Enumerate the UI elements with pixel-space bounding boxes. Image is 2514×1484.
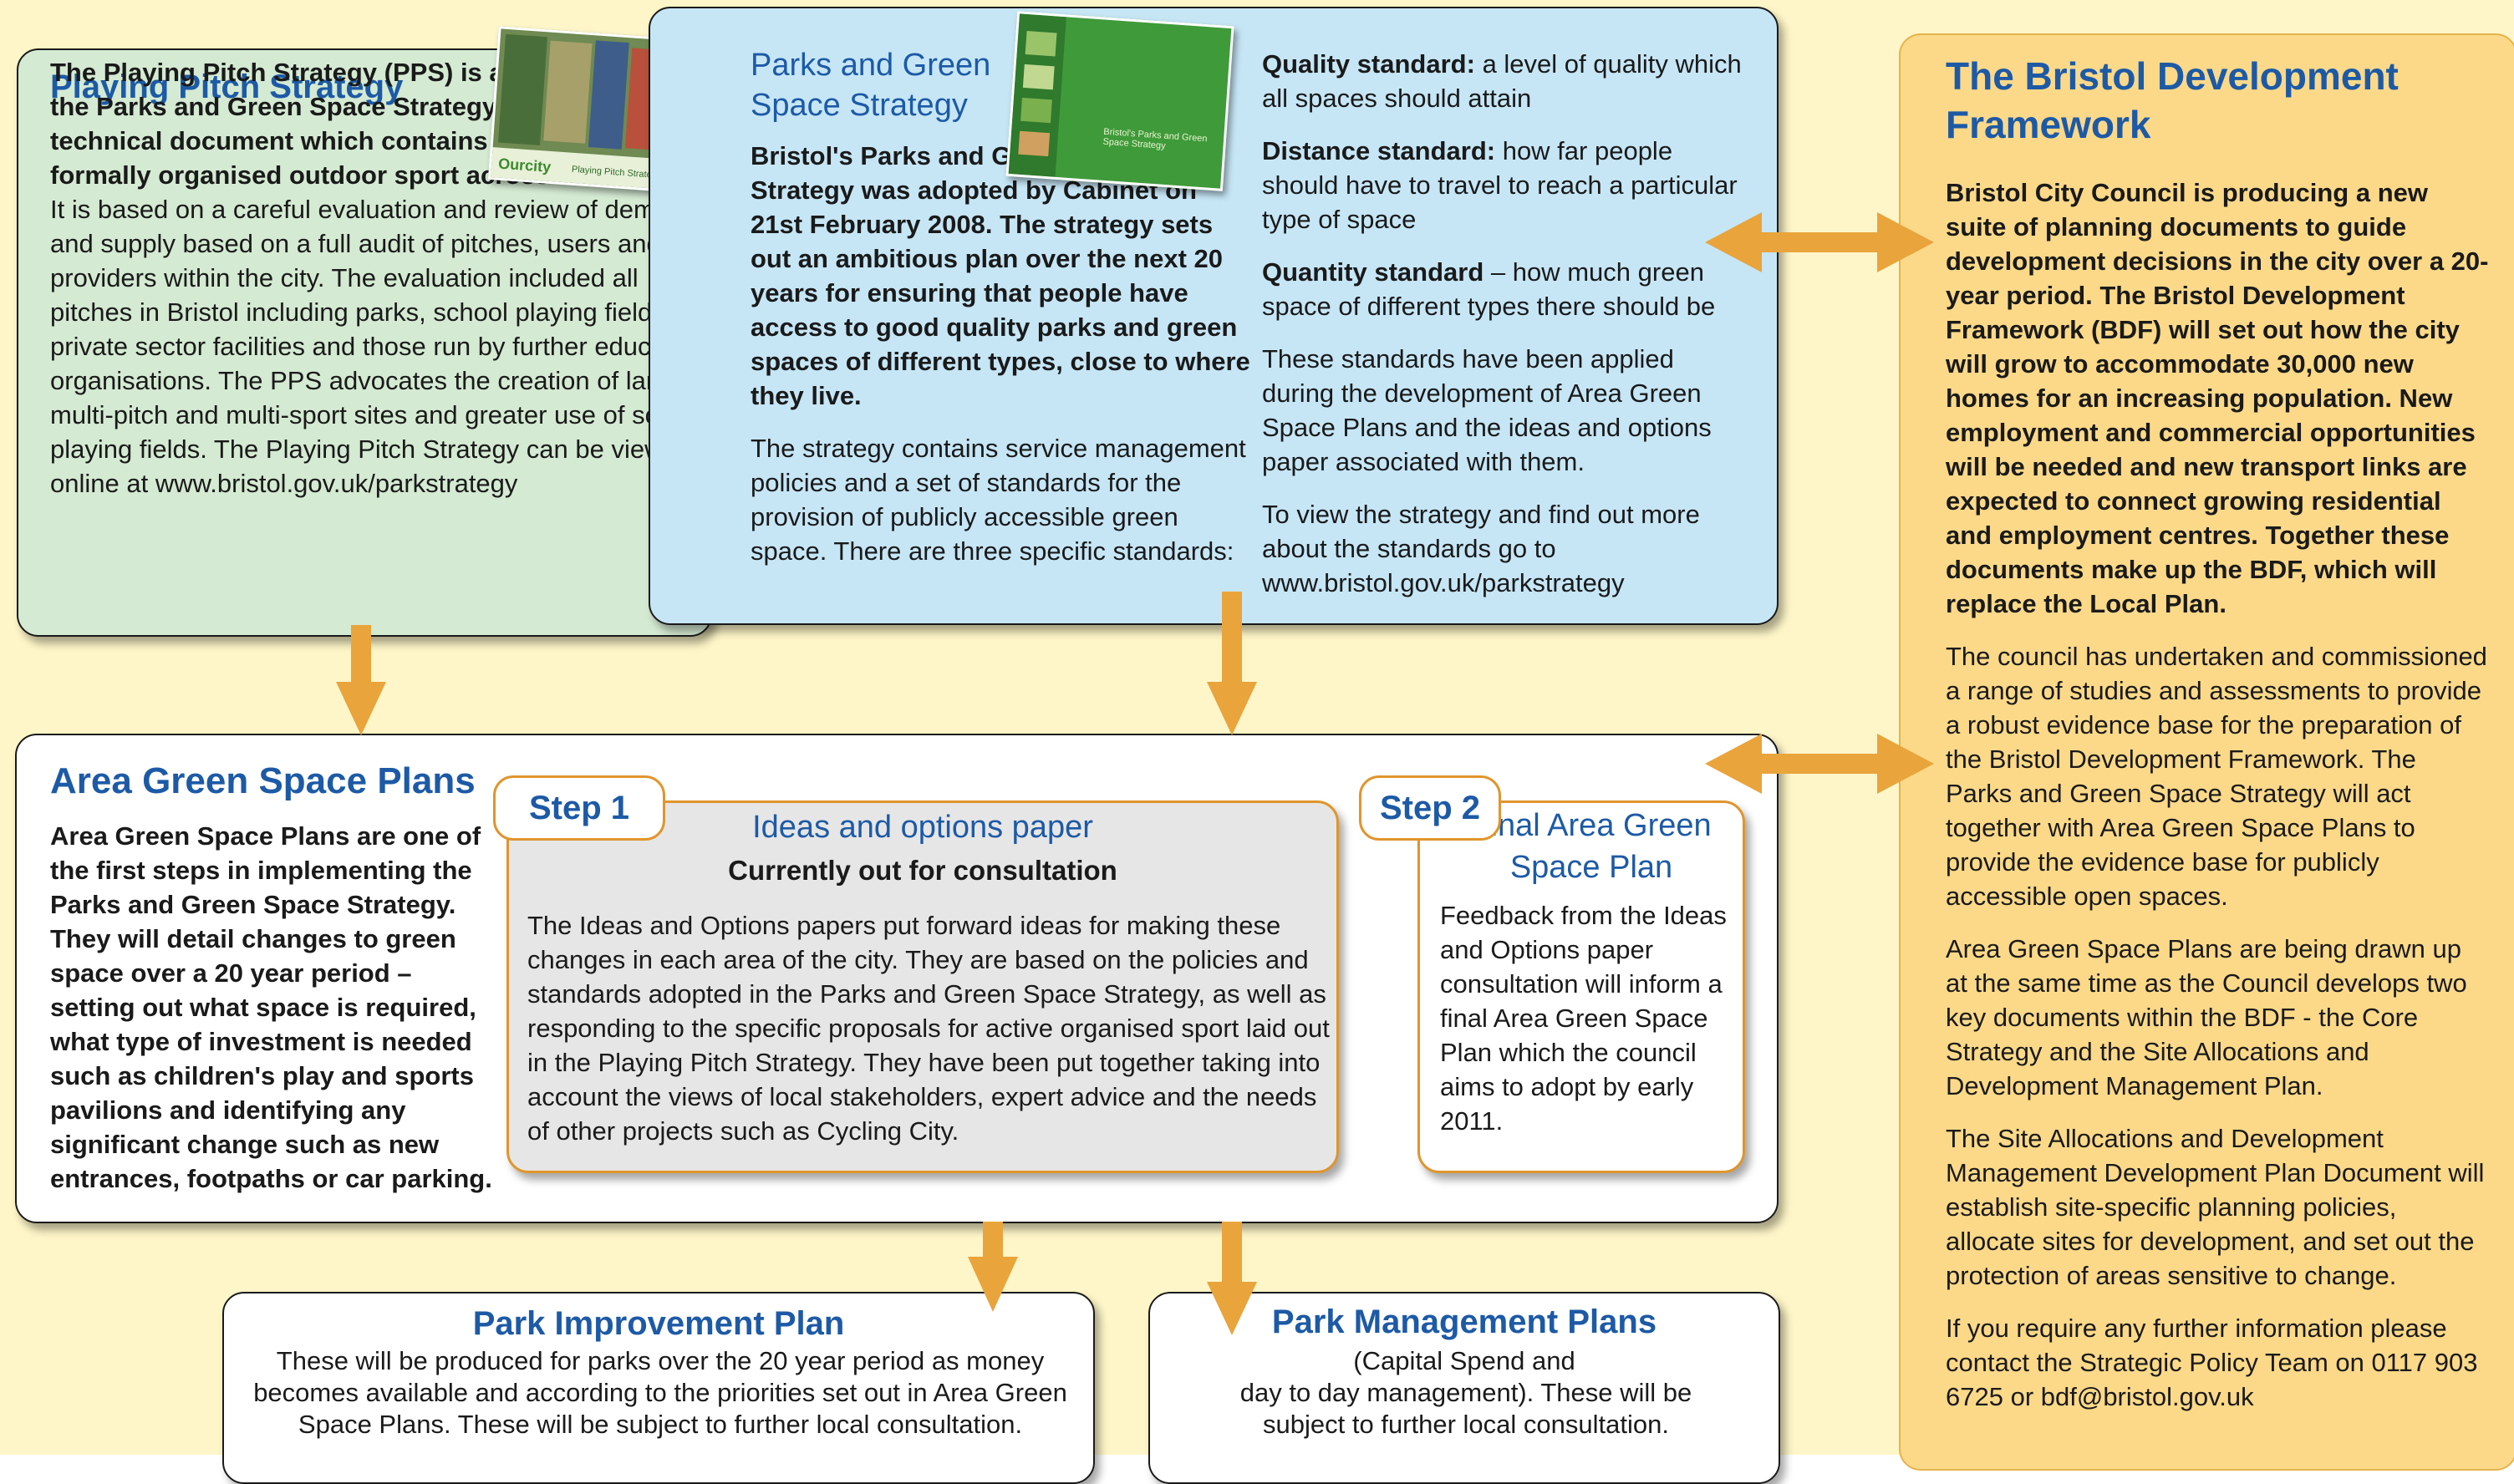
pgss-view-link: To view the strategy and find out more a… — [1262, 500, 1700, 597]
pps-body: It is based on a careful evaluation and … — [50, 195, 707, 498]
pip-body: These will be produced for parks over th… — [253, 1346, 1067, 1439]
step1-title: Ideas and options paper — [752, 810, 1093, 845]
bdf-title: The Bristol Development Framework — [1946, 54, 2399, 146]
pmp-body-line-1: (Capital Spend and — [1353, 1346, 1575, 1375]
double-arrow-agsp-bdf — [1705, 734, 1934, 794]
agsp-description: Area Green Space Plans are one of the fi… — [50, 821, 492, 1193]
arrow-agsp-to-pmp — [1207, 1222, 1257, 1335]
quality-standard: Quality standard: a level of quality whi… — [1262, 49, 1742, 113]
step-1-tag: Step 1 — [493, 775, 665, 841]
arrow-agsp-to-pip — [968, 1222, 1018, 1312]
arrow-pps-to-agsp — [336, 625, 386, 735]
bdf-paragraph-3: The Site Allocations and Development Man… — [1946, 1124, 2485, 1290]
park-improvement-plan-panel: Park Improvement Plan These will be prod… — [222, 1292, 1095, 1484]
bdf-paragraph-1: The council has undertaken and commissio… — [1946, 642, 2487, 911]
step2-tag-label: Step 2 — [1379, 790, 1481, 826]
arrow-pgss-to-agsp — [1207, 592, 1257, 735]
step1-tag-label: Step 1 — [528, 790, 630, 826]
bristol-development-framework-panel: The Bristol Development Framework Bristo… — [1899, 33, 2514, 1471]
step-2-final-plan-panel: Final Area Green Space Plan Feedback fro… — [1417, 800, 1745, 1173]
pmp-title: Park Management Plans — [1271, 1304, 1657, 1340]
park-management-plans-panel: Park Management Plans (Capital Spend and… — [1148, 1292, 1780, 1484]
step1-body: The Ideas and Options papers put forward… — [527, 911, 1330, 1146]
agsp-title: Area Green Space Plans — [50, 760, 476, 801]
pps-title: Playing Pitch Strategy — [50, 69, 404, 105]
quantity-standard: Quantity standard – how much green space… — [1262, 257, 1716, 321]
bdf-paragraph-2: Area Green Space Plans are being drawn u… — [1946, 934, 2467, 1100]
step2-title: Final Area Green Space Plan — [1471, 808, 1712, 885]
bdf-contact: If you require any further information p… — [1946, 1314, 2478, 1411]
step2-body: Feedback from the Ideas and Options pape… — [1440, 901, 1727, 1136]
double-arrow-pgss-bdf — [1705, 212, 1934, 272]
step1-subtitle: Currently out for consultation — [728, 855, 1117, 886]
pgss-body: The strategy contains service management… — [751, 434, 1246, 566]
step-1-ideas-options-panel: Ideas and options paper Currently out fo… — [506, 800, 1339, 1173]
pgss-title: Parks and Green Space Strategy — [751, 48, 991, 123]
bdf-intro: Bristol City Council is producing a new … — [1946, 178, 2489, 618]
distance-standard: Distance standard: how far people should… — [1262, 136, 1738, 234]
pip-title: Park Improvement Plan — [472, 1305, 845, 1342]
step-2-tag: Step 2 — [1359, 775, 1501, 841]
pgss-applied: These standards have been applied during… — [1262, 344, 1712, 476]
pmp-body-line-2: day to day management). These will be su… — [1239, 1378, 1692, 1439]
